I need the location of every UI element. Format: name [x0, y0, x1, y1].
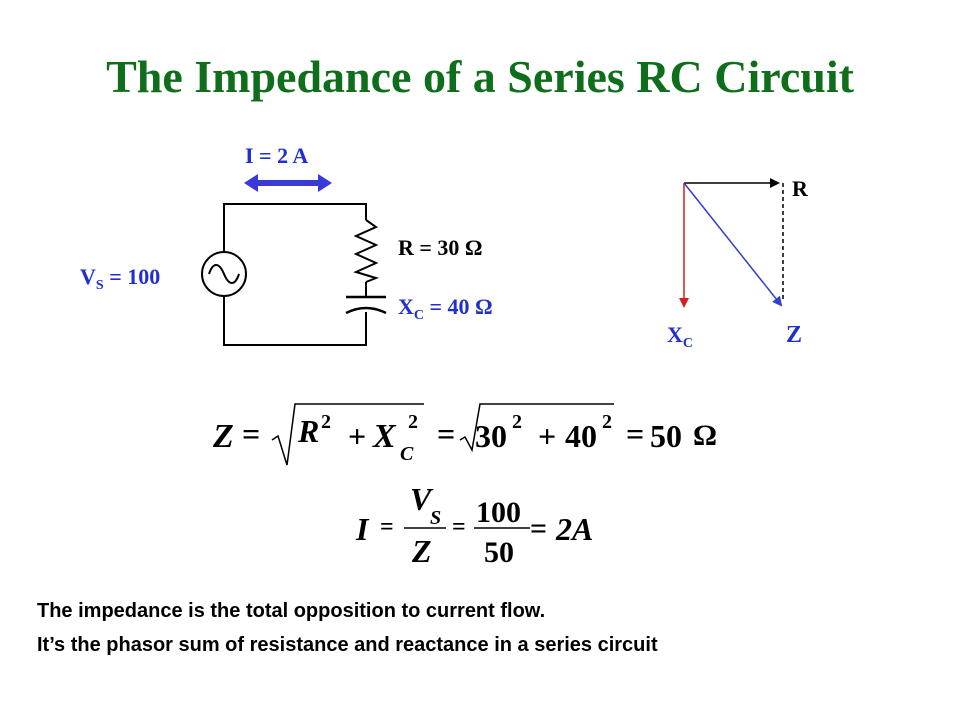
- formula1-ohm: Ω: [693, 419, 717, 452]
- formula1-eq2: =: [437, 416, 455, 452]
- capacitor-symbol: [345, 295, 387, 315]
- formula1-r: R: [297, 413, 319, 449]
- formula1-exp3: 2: [512, 411, 522, 433]
- radical-1: [271, 403, 424, 466]
- phasor-r-label: R: [792, 176, 809, 201]
- caption-line-1: The impedance is the total opposition to…: [37, 600, 546, 622]
- phasor-xc-label: XC: [667, 322, 693, 351]
- formula2-sub-s: S: [430, 507, 441, 529]
- phasor-z: [683, 182, 783, 307]
- current-formula: I = V S Z = 100 50 = 2A: [355, 481, 593, 569]
- radical-2: [459, 403, 614, 453]
- formula1-exp2: 2: [408, 411, 418, 433]
- impedance-formula: Z = R 2 + X 2 C = 30 2 + 40 2 = 50 Ω: [212, 403, 717, 466]
- formula1-exp4: 2: [602, 411, 612, 433]
- formula2-z: Z: [411, 533, 432, 569]
- formula2-eq3: =: [530, 512, 547, 545]
- formula2-eq2: =: [452, 514, 466, 540]
- formula2-num: 100: [476, 496, 521, 529]
- caption-line-2: It’s the phasor sum of resistance and re…: [37, 634, 658, 656]
- formula1-plus1: +: [348, 418, 366, 454]
- formula2-v: V: [410, 481, 434, 517]
- formula1-plus2: +: [538, 418, 556, 454]
- resistor-symbol: [353, 219, 380, 283]
- formula1-n40: 40: [565, 418, 597, 454]
- formula1-eq3: =: [626, 416, 644, 452]
- formula2-eq1: =: [380, 514, 394, 540]
- page-title: The Impedance of a Series RC Circuit: [106, 51, 854, 102]
- formula2-den: 50: [484, 536, 514, 569]
- phasor-diagram: R XC Z: [667, 176, 809, 351]
- formula1-x: X: [372, 418, 397, 455]
- current-label: I = 2 A: [245, 143, 308, 168]
- formula1-z: Z: [212, 418, 234, 455]
- ac-source-symbol: [201, 251, 247, 297]
- formula2-i: I: [355, 511, 370, 547]
- resistor-label: R = 30 Ω: [398, 235, 483, 260]
- phasor-z-label: Z: [786, 322, 802, 348]
- formula1-n50: 50: [650, 418, 682, 454]
- capacitor-label: XC = 40 Ω: [398, 294, 493, 323]
- current-arrow: [244, 174, 332, 192]
- source-voltage-label: VS = 100: [80, 264, 160, 293]
- formula1-eq1: =: [242, 416, 260, 452]
- formula2-result: 2A: [555, 511, 593, 547]
- formula1-n30: 30: [475, 418, 507, 454]
- series-rc-circuit: I = 2 A VS = 100 R = 30 Ω XC = 40 Ω: [80, 143, 493, 346]
- circuit-wires: [223, 203, 367, 346]
- formula1-exp1: 2: [321, 411, 331, 433]
- formula1-sub-c: C: [400, 443, 414, 465]
